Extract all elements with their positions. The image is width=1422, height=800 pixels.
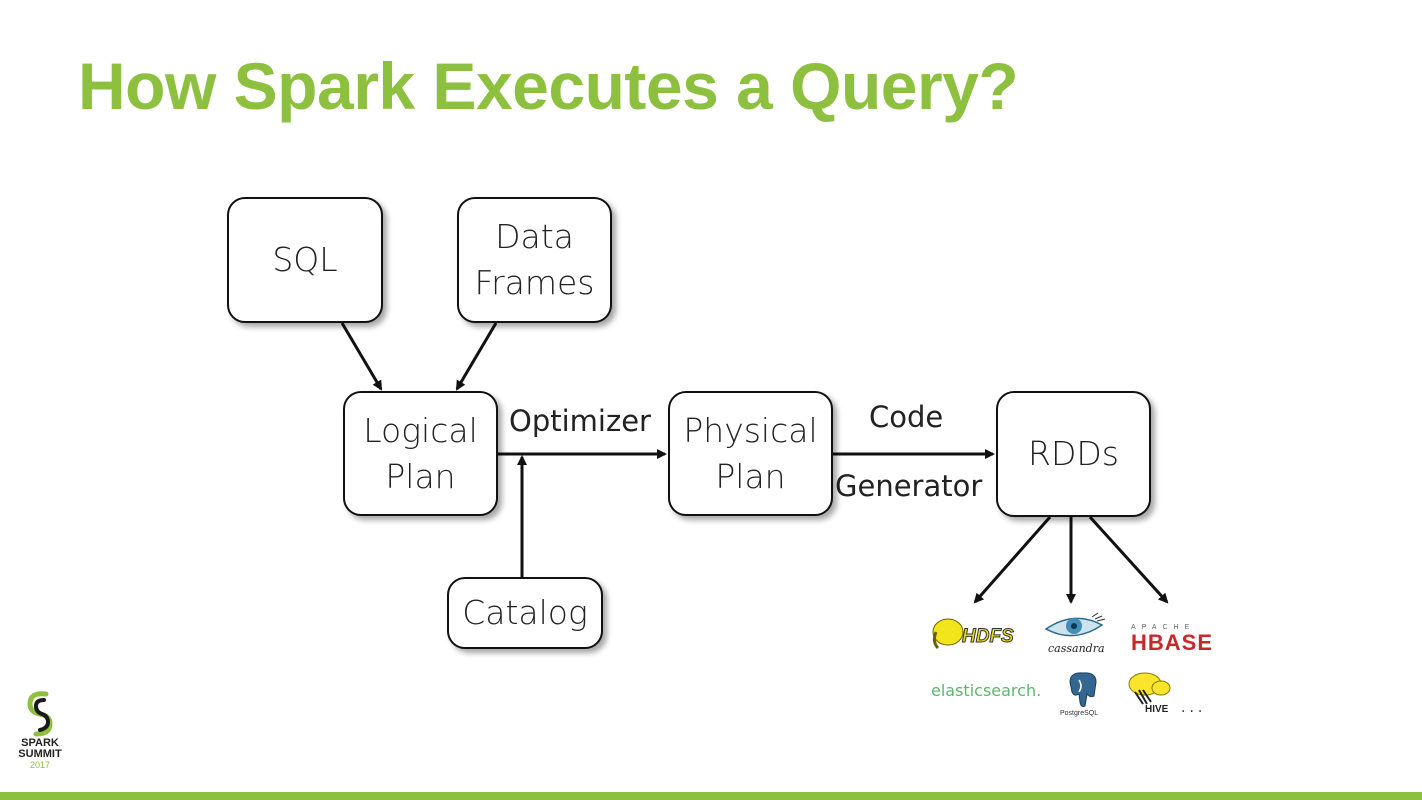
- postgresql-logo-text: PostgreSQL: [1060, 710, 1099, 717]
- arrow-dataframes-to-logical: [455, 322, 498, 391]
- spark-summit-name-line1: SPARK: [21, 737, 59, 749]
- hdfs-logo: HDFS: [930, 612, 1016, 652]
- spark-summit-year: 2017: [29, 760, 51, 770]
- node-sql: SQL: [227, 197, 383, 323]
- node-rdds: RDDs: [996, 391, 1151, 517]
- arrow-rdds-to-source-right: [1088, 515, 1169, 604]
- edge-label-code: Code: [869, 400, 944, 434]
- edge-label-optimizer: Optimizer: [509, 404, 651, 438]
- edge-label-generator: Generator: [835, 469, 983, 503]
- node-physical-plan-label-line1: Physical: [683, 410, 818, 450]
- hdfs-logo-text: HDFS: [962, 626, 1015, 648]
- arrow-sql-to-logical: [340, 322, 383, 391]
- hbase-apache-text: APACHE: [1131, 624, 1196, 631]
- node-physical-plan-label-line2: Plan: [715, 456, 786, 496]
- elasticsearch-logo: elasticsearch.: [931, 681, 1042, 700]
- hive-logo: HIVE: [1125, 670, 1175, 718]
- cassandra-logo-text: cassandra: [1048, 642, 1105, 655]
- node-catalog-label: Catalog: [462, 593, 588, 632]
- node-logical-plan: Logical Plan: [343, 391, 498, 516]
- spark-summit-s-icon: [27, 691, 53, 737]
- slide-title: How Spark Executes a Query?: [78, 49, 1019, 123]
- node-dataframes: Data Frames: [457, 197, 612, 323]
- cassandra-logo: cassandra: [1044, 612, 1110, 658]
- more-sources-ellipsis: ...: [1181, 700, 1207, 716]
- spark-summit-logo: SPARK SUMMIT 2017: [12, 690, 68, 770]
- node-rdds-label: RDDs: [1028, 434, 1119, 473]
- hive-bee-icon: [1128, 672, 1171, 705]
- node-logical-plan-label-line2: Plan: [385, 456, 456, 496]
- postgresql-logo: PostgreSQL: [1058, 672, 1110, 720]
- footer-accent-bar: [0, 792, 1422, 800]
- postgresql-elephant-icon: [1069, 672, 1097, 707]
- hbase-logo-text: HBASE: [1131, 630, 1214, 655]
- spark-summit-name-line2: SUMMIT: [18, 748, 62, 760]
- node-physical-plan: Physical Plan: [668, 391, 833, 516]
- node-catalog: Catalog: [447, 577, 603, 649]
- hadoop-elephant-icon: [932, 618, 964, 650]
- hive-logo-text: HIVE: [1145, 704, 1169, 715]
- node-dataframes-label-line2: Frames: [474, 263, 595, 302]
- arrow-rdds-to-source-left: [973, 516, 1052, 604]
- node-sql-label: SQL: [272, 240, 338, 279]
- hbase-logo: APACHE HBASE: [1131, 624, 1215, 654]
- node-logical-plan-label-line1: Logical: [363, 410, 478, 450]
- node-dataframes-label-line1: Data: [495, 217, 574, 256]
- cassandra-eye-icon: [1044, 612, 1106, 637]
